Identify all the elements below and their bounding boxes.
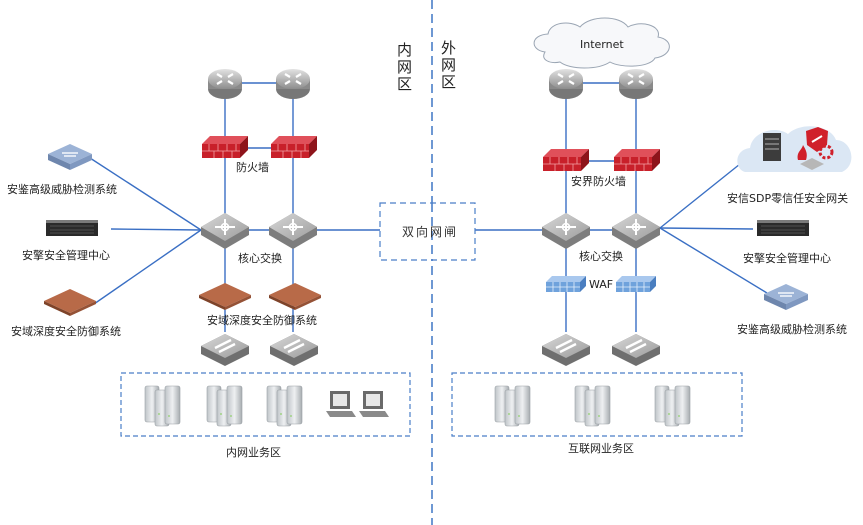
- rack-server-icon: [45, 219, 99, 237]
- server-cluster-icon: [574, 385, 611, 427]
- threat-detection-icon: [763, 283, 809, 311]
- inner-business-zone: [120, 372, 411, 437]
- inner-side-label: 安域深度安全防御系统: [11, 325, 121, 338]
- inner-core-switch-label: 核心交换: [238, 252, 282, 265]
- rack-server-icon: [756, 219, 810, 237]
- router-icon: [547, 67, 585, 101]
- outer-business-zone-label: 互联网业务区: [568, 442, 634, 455]
- inner-defense-label: 安域深度安全防御系统: [207, 314, 317, 327]
- defense-appliance-icon: [269, 283, 321, 310]
- sdp-gateway-icon: [737, 126, 852, 172]
- pc-icon: [326, 391, 356, 417]
- router-icon: [274, 67, 312, 101]
- access-switch-icon: [540, 332, 592, 368]
- inner-side-label: 安鉴高级威胁检测系统: [7, 183, 117, 196]
- firewall-icon: [613, 148, 661, 172]
- outer-side-label: 安鉴高级威胁检测系统: [737, 323, 847, 336]
- waf-icon: [545, 275, 587, 293]
- firewall-icon: [542, 148, 590, 172]
- defense-appliance-icon: [44, 289, 96, 316]
- access-switch-icon: [199, 332, 251, 368]
- outer-zone-label: 外网区: [439, 40, 457, 91]
- internet-label: Internet: [580, 38, 624, 51]
- server-cluster-icon: [144, 385, 181, 427]
- inner-side-label: 安擎安全管理中心: [22, 249, 110, 262]
- access-switch-icon: [610, 332, 662, 368]
- server-cluster-icon: [654, 385, 691, 427]
- core-switch-icon: [268, 212, 318, 250]
- server-cluster-icon: [494, 385, 531, 427]
- pc-icon: [359, 391, 389, 417]
- inner-zone-label: 内网区: [395, 42, 413, 93]
- waf-label: WAF: [589, 278, 614, 291]
- core-switch-icon: [541, 212, 591, 250]
- outer-core-switch-label: 核心交换: [579, 250, 623, 263]
- waf-icon: [615, 275, 657, 293]
- core-switch-icon: [611, 212, 661, 250]
- server-cluster-icon: [206, 385, 243, 427]
- server-cluster-icon: [266, 385, 303, 427]
- access-switch-icon: [268, 332, 320, 368]
- threat-detection-icon: [47, 143, 93, 171]
- outer-side-label: 安信SDP零信任安全网关: [727, 192, 849, 205]
- firewall-icon: [270, 135, 318, 159]
- outer-side-label: 安擎安全管理中心: [743, 252, 831, 265]
- core-switch-icon: [200, 212, 250, 250]
- inner-business-zone-label: 内网业务区: [226, 446, 281, 459]
- firewall-icon: [201, 135, 249, 159]
- gateway-box: [379, 202, 476, 261]
- defense-appliance-icon: [199, 283, 251, 310]
- gateway-label: 双向网闸: [402, 225, 459, 239]
- outer-firewall-label: 安界防火墙: [571, 175, 626, 188]
- inner-firewall-label: 防火墙: [236, 161, 269, 174]
- outer-business-zone: [451, 372, 743, 437]
- router-icon: [617, 67, 655, 101]
- internet-cloud: [533, 17, 670, 69]
- router-icon: [206, 67, 244, 101]
